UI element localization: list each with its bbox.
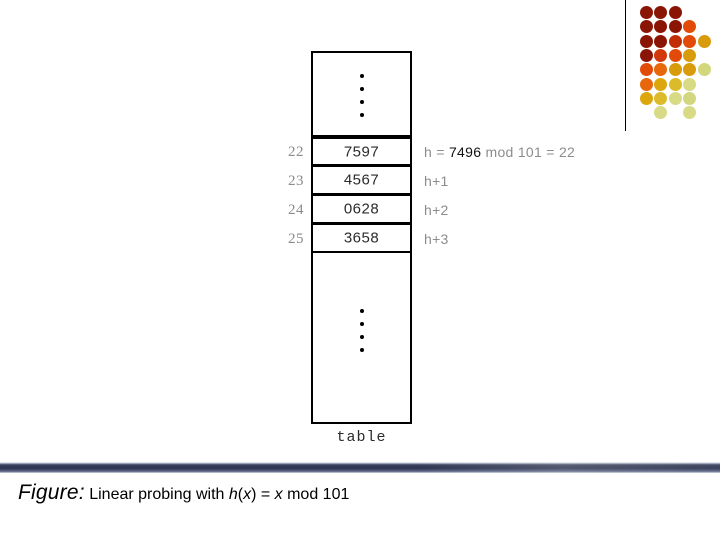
logo-area	[612, 0, 720, 136]
logo-dot-3-0	[640, 48, 653, 62]
table-cell-value: 4567	[343, 171, 380, 189]
table-row: 3658	[311, 224, 412, 253]
logo-dot-6-0	[640, 91, 653, 105]
row-index-label: 24	[288, 202, 304, 218]
logo-dot-0-1	[654, 6, 668, 19]
logo-dot-6-3	[683, 91, 697, 105]
caption-var-x-arg: x	[243, 486, 252, 503]
caption-body-before: Linear probing with	[84, 486, 229, 503]
logo-dot-6-1	[654, 91, 668, 105]
probe-label-hash-expression: h = 7496 mod 101 = 22	[424, 145, 575, 159]
caption-var-h: h	[228, 486, 238, 503]
table-cell-bottom-ellipsis	[311, 251, 412, 424]
probe-label: h+1	[424, 173, 449, 189]
table-cell-top-ellipsis	[311, 51, 412, 137]
footer-divider-bar	[0, 462, 720, 473]
logo-dot-5-3	[683, 77, 697, 91]
logo-dot-5-0	[640, 77, 653, 91]
caption-var-x-expr: x	[274, 486, 283, 503]
logo-dot-4-0	[640, 63, 653, 77]
table-cell-value: 3658	[343, 229, 380, 247]
footer-divider-sheen	[0, 462, 720, 473]
caption-paren-close: )	[251, 486, 257, 503]
caption-equals: =	[256, 486, 275, 503]
logo-dot-1-2	[668, 20, 682, 34]
probe-label: h+2	[424, 202, 449, 218]
dot-grid-icon	[640, 6, 720, 131]
logo-dot-2-2	[668, 34, 682, 48]
logo-dot-4-2	[668, 63, 682, 77]
figure-caption: Figure: Linear probing with h(x) = x mod…	[18, 480, 678, 505]
row-index-label: 22	[288, 144, 304, 160]
logo-dot-0-2	[668, 6, 682, 19]
logo-dot-3-1	[654, 48, 668, 62]
logo-dot-1-3	[683, 20, 697, 34]
logo-dot-0-0	[640, 6, 653, 19]
probe-suffix: mod 101 = 22	[481, 144, 576, 160]
logo-dot-5-1	[654, 77, 668, 91]
logo-dot-2-3	[683, 34, 697, 48]
table-row: 4567	[311, 166, 412, 195]
caption-lead: Figure:	[18, 481, 85, 504]
table-row: 0628	[311, 195, 412, 224]
logo-vertical-rule	[625, 0, 626, 131]
vertical-ellipsis-icon	[313, 74, 410, 117]
hash-table-figure: 7597 4567 0628 3658 22 23 24 25 h = 7496…	[288, 51, 575, 446]
probe-prefix: h =	[424, 144, 449, 160]
table-cell-value: 0628	[343, 200, 380, 218]
logo-dot-2-4	[697, 34, 711, 48]
table-cell-value: 7597	[343, 143, 380, 160]
vertical-ellipsis-icon	[313, 309, 410, 352]
logo-dot-2-1	[654, 34, 668, 48]
probe-label: h+3	[424, 231, 449, 247]
caption-body-after: mod 101	[282, 486, 350, 503]
row-index-label: 23	[288, 173, 304, 189]
logo-dot-1-1	[654, 20, 668, 34]
logo-dot-4-1	[654, 63, 668, 77]
logo-dot-3-2	[668, 48, 682, 62]
logo-dot-4-3	[683, 63, 697, 77]
logo-dot-7-3	[683, 106, 697, 120]
caption-paren-open: (	[237, 486, 244, 503]
logo-dot-6-2	[668, 91, 682, 105]
logo-dot-7-1	[654, 106, 668, 120]
logo-dot-3-3	[683, 48, 697, 62]
table-name-label: table	[336, 429, 387, 446]
row-index-label: 25	[288, 231, 304, 247]
logo-dot-4-4	[697, 63, 711, 77]
probe-key-value: 7496	[448, 144, 482, 160]
logo-dot-5-2	[668, 77, 682, 91]
table-row: 7597	[311, 137, 412, 166]
logo-dot-1-0	[640, 20, 653, 34]
logo-dot-2-0	[640, 34, 653, 48]
